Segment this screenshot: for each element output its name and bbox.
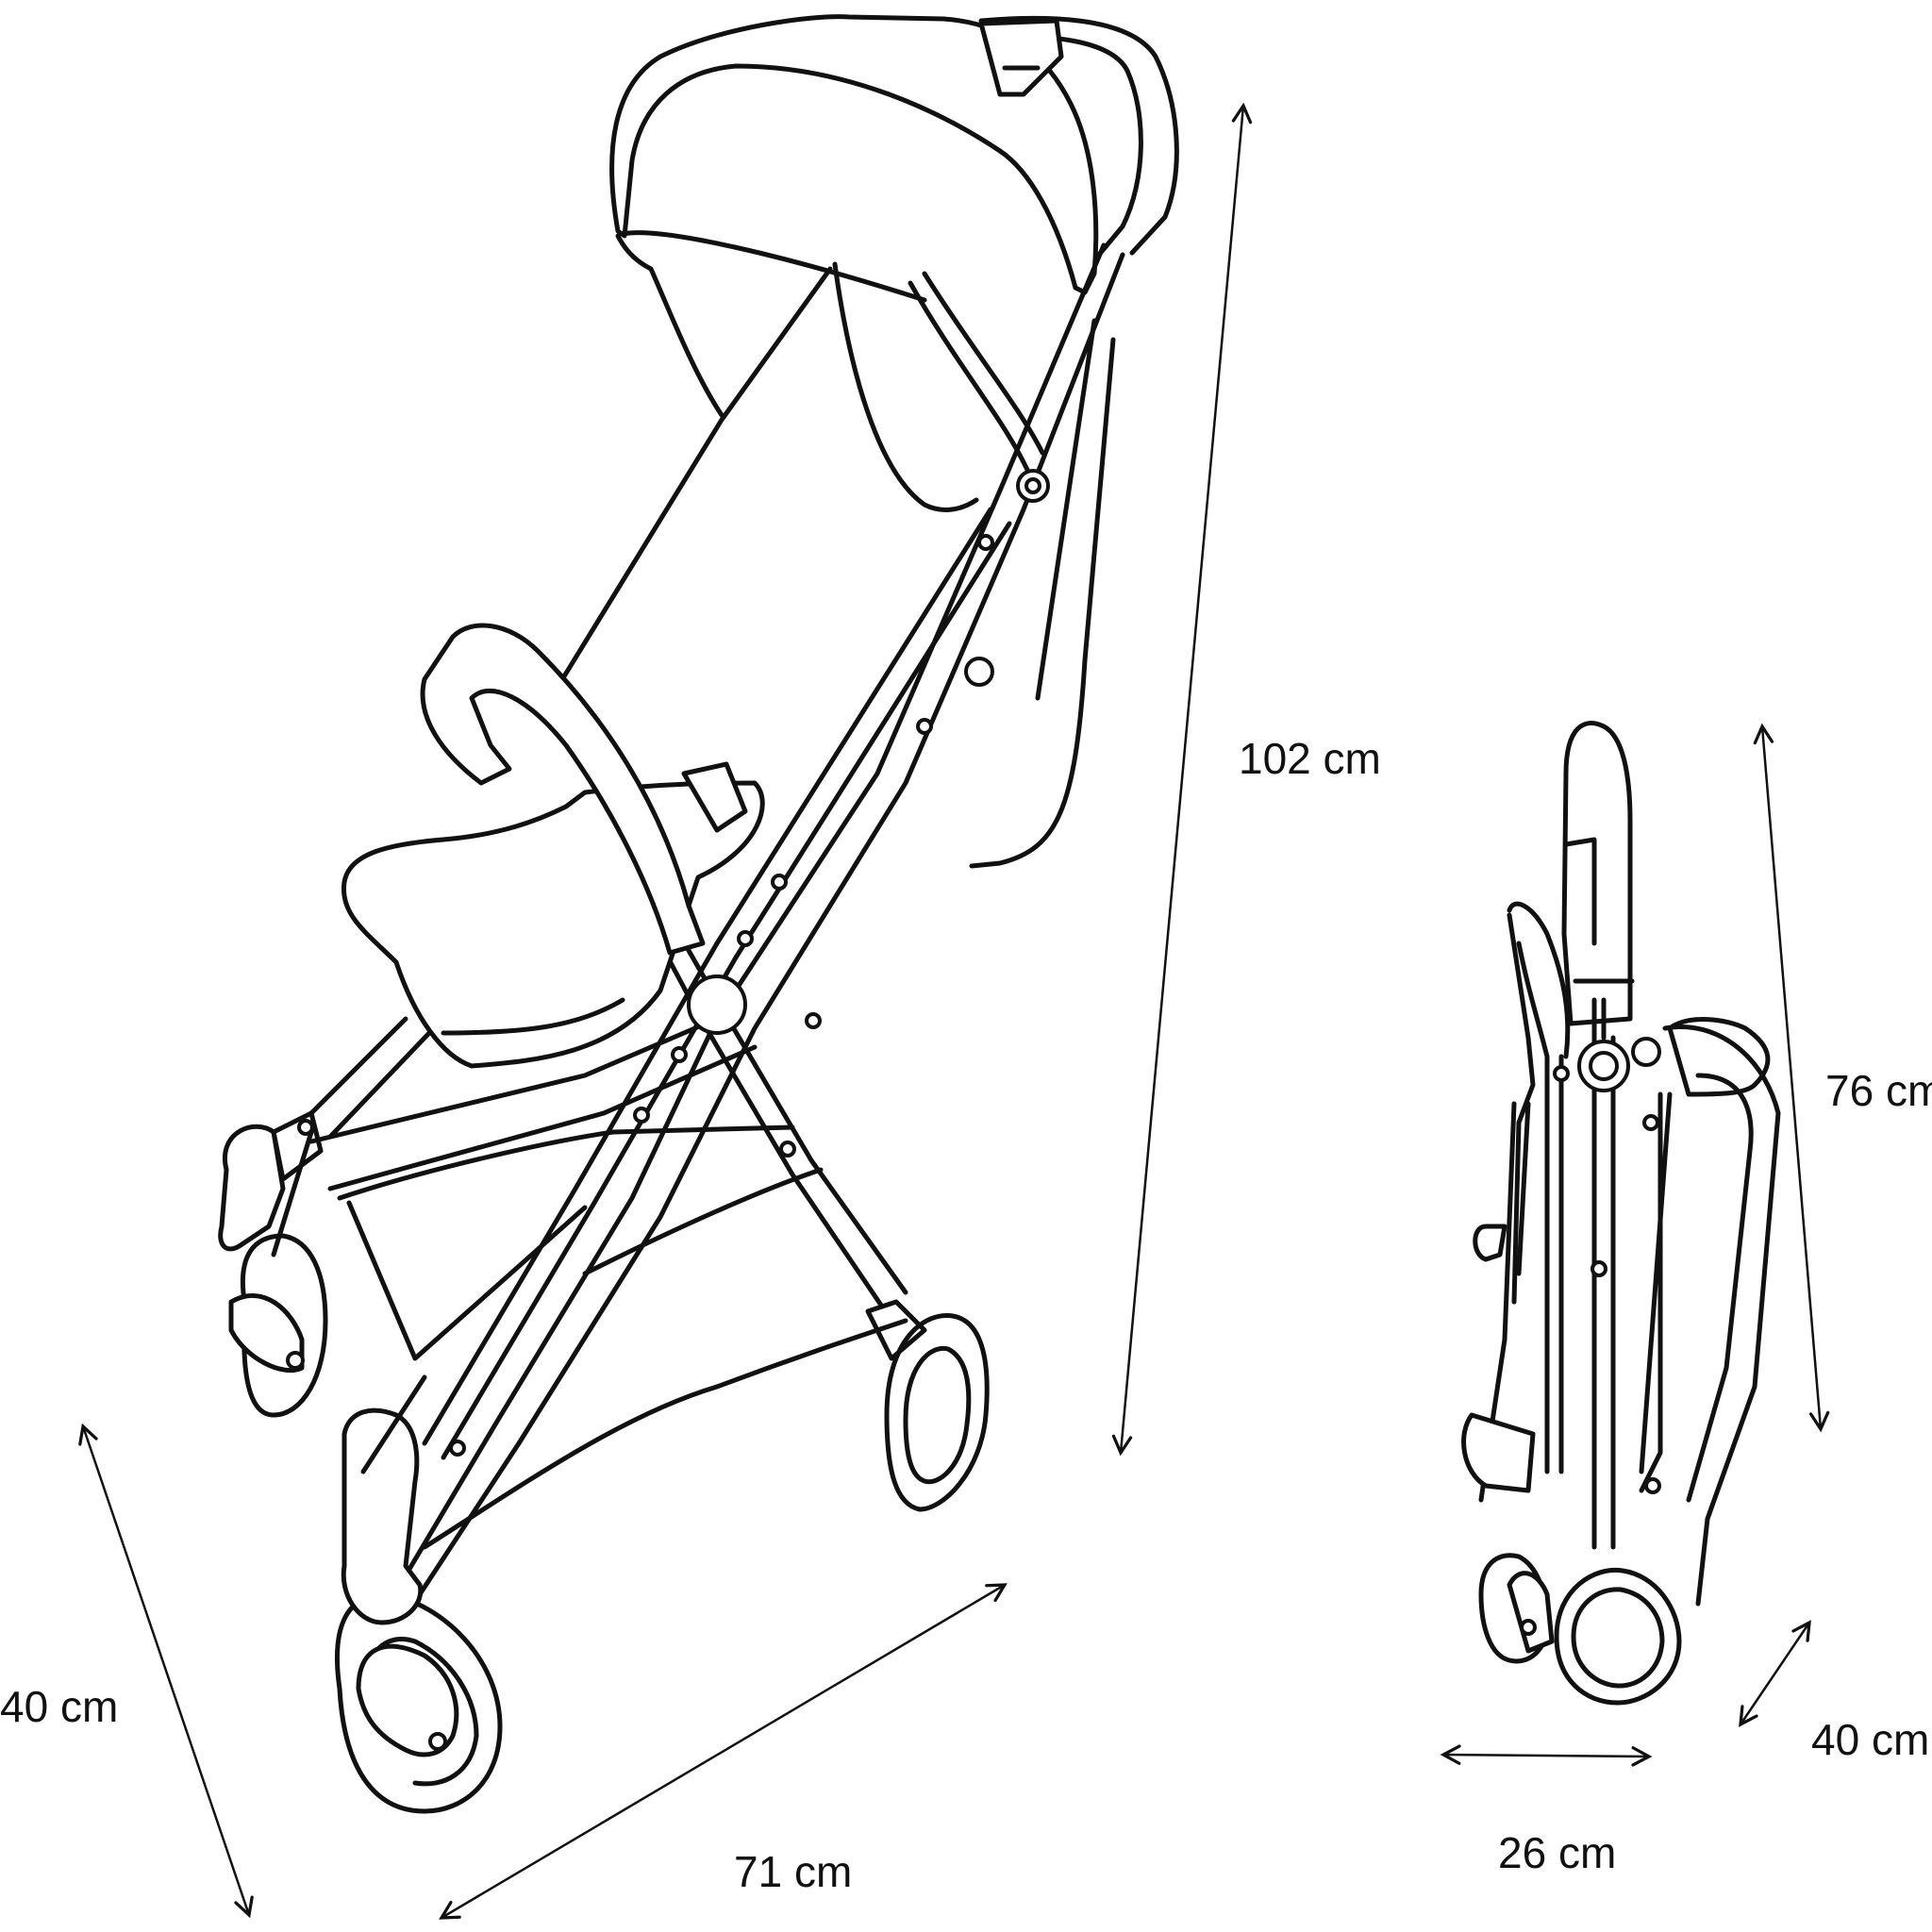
label-length-unfolded: 71 cm: [734, 1847, 852, 1896]
label-width-folded: 26 cm: [1498, 1828, 1616, 1877]
folded-back-frame: [1667, 1017, 1771, 1097]
front-leg-housing: [218, 1124, 286, 1252]
dimension-labels: 102 cm 40 cm 71 cm 76 cm 26 cm 40 cm: [0, 734, 1932, 1896]
double-arrow-icon: [1111, 102, 1253, 1457]
front-frame-tube: [908, 280, 1041, 493]
cross-tube-a: [422, 507, 993, 1446]
bumper-bar: [420, 623, 706, 956]
double-arrow-icon: [1753, 723, 1830, 1433]
folded-canopy: [1561, 721, 1633, 1026]
canopy-brim: [620, 230, 927, 303]
stroller-unfolded-drawing: [218, 14, 1179, 1814]
label-height-unfolded: 102 cm: [1239, 734, 1381, 783]
canopy: [609, 14, 1099, 295]
double-arrow-icon: [1739, 1620, 1811, 1727]
double-arrow-icon: [1440, 1744, 1653, 1767]
stroller-folded-drawing: [1461, 721, 1781, 1706]
label-height-folded: 76 cm: [1825, 1066, 1932, 1115]
double-arrow-icon: [78, 1423, 254, 1919]
rear-frame-tube: [417, 252, 1125, 1597]
basket: [337, 1124, 795, 1201]
label-depth-folded: 40 cm: [1811, 1715, 1929, 1764]
dimension-arrows: [78, 102, 1830, 1920]
seat-back: [554, 266, 833, 691]
front-right-caster: [341, 1407, 424, 1625]
cross-tube-b: [676, 931, 908, 1295]
label-width-unfolded: 40 cm: [0, 1682, 118, 1731]
double-arrow-icon: [439, 1583, 1008, 1920]
